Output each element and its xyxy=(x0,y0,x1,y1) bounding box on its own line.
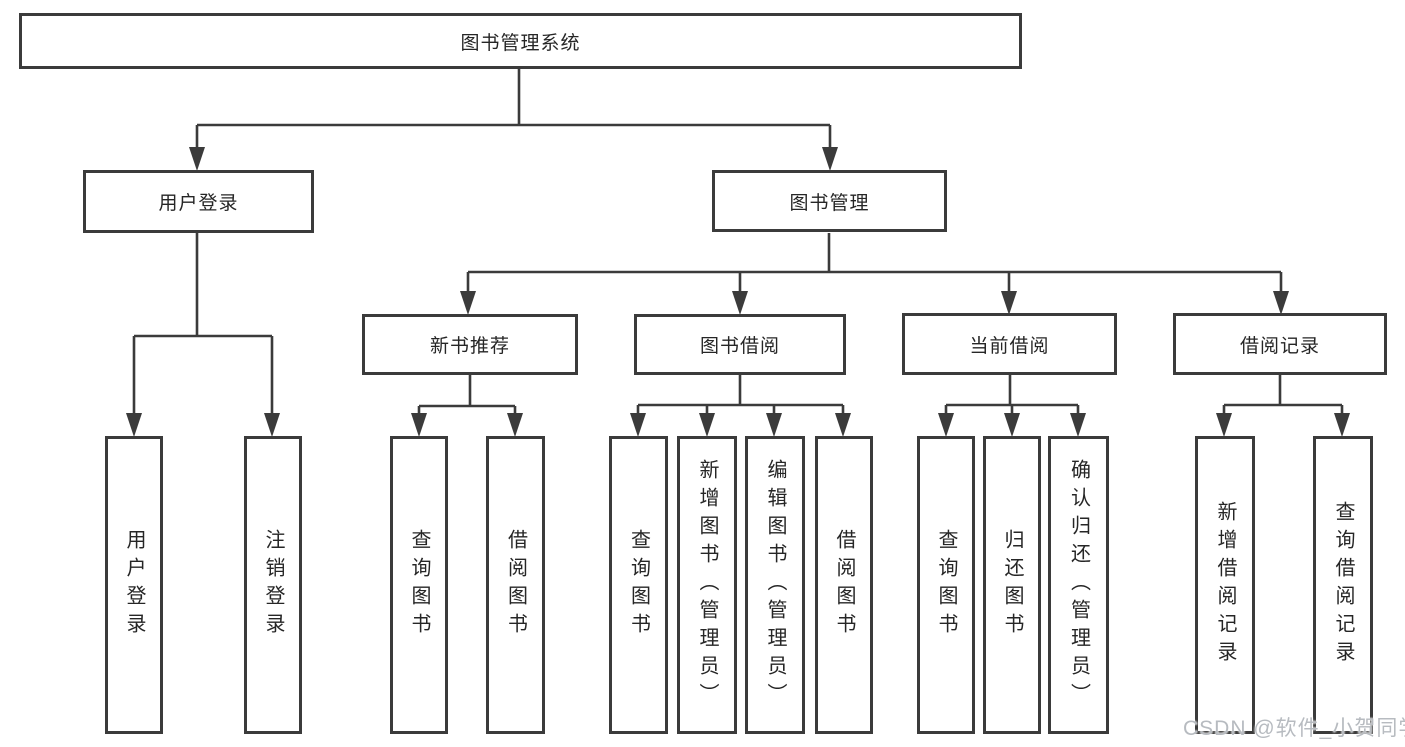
arrow-down-icon xyxy=(507,413,523,437)
leaf-edit-books-admin: 编辑图书（管理员） xyxy=(745,436,805,734)
leaf-newbook-query-books-label: 查询图书 xyxy=(408,529,430,641)
leaf-add-books-admin-label: 新增图书（管理员） xyxy=(696,459,718,711)
arrow-down-icon xyxy=(699,413,715,437)
leaf-confirm-return-admin-label: 确认归还（管理员） xyxy=(1067,459,1090,711)
arrow-down-icon xyxy=(460,291,476,315)
node-borrowing-records: 借阅记录 xyxy=(1173,313,1387,375)
leaf-newbook-borrow-books-label: 借阅图书 xyxy=(504,529,527,641)
leaf-current-query-books: 查询图书 xyxy=(917,436,975,734)
leaf-newbook-query-books: 查询图书 xyxy=(390,436,448,734)
leaf-borrow-borrow-books: 借阅图书 xyxy=(815,436,873,734)
leaf-return-books: 归还图书 xyxy=(983,436,1041,734)
node-library-management-system: 图书管理系统 xyxy=(19,13,1022,69)
leaf-add-borrow-record: 新增借阅记录 xyxy=(1195,436,1255,734)
arrow-down-icon xyxy=(766,413,782,437)
arrow-down-icon xyxy=(1070,413,1086,437)
arrowheads-layer xyxy=(126,147,1350,437)
arrow-down-icon xyxy=(1216,413,1232,437)
node-current-borrowing: 当前借阅 xyxy=(902,313,1117,375)
arrow-down-icon xyxy=(822,147,838,171)
leaf-return-books-label: 归还图书 xyxy=(1001,529,1023,641)
leaf-borrow-query-books: 查询图书 xyxy=(609,436,668,734)
leaf-user-login: 用户登录 xyxy=(105,436,163,734)
leaf-add-books-admin: 新增图书（管理员） xyxy=(677,436,737,734)
arrow-down-icon xyxy=(938,413,954,437)
node-user-login-branch: 用户登录 xyxy=(83,170,314,233)
leaf-user-login-label: 用户登录 xyxy=(123,529,145,641)
leaf-logout-label: 注销登录 xyxy=(262,529,284,641)
leaf-current-query-books-label: 查询图书 xyxy=(935,529,957,641)
arrow-down-icon xyxy=(411,413,427,437)
leaf-query-borrow-record: 查询借阅记录 xyxy=(1313,436,1373,734)
arrow-down-icon xyxy=(1004,413,1020,437)
arrow-down-icon xyxy=(835,413,851,437)
leaf-add-borrow-record-label: 新增借阅记录 xyxy=(1214,501,1236,669)
arrow-down-icon xyxy=(189,147,205,171)
node-book-management-branch: 图书管理 xyxy=(712,170,947,232)
node-book-borrowing: 图书借阅 xyxy=(634,314,846,375)
leaf-query-borrow-record-label: 查询借阅记录 xyxy=(1332,501,1354,669)
leaf-borrow-query-books-label: 查询图书 xyxy=(627,529,650,641)
arrow-down-icon xyxy=(732,291,748,315)
arrow-down-icon xyxy=(630,413,646,437)
leaf-newbook-borrow-books: 借阅图书 xyxy=(486,436,545,734)
leaf-logout: 注销登录 xyxy=(244,436,302,734)
connector-line-layer xyxy=(132,69,1344,416)
arrow-down-icon xyxy=(264,413,280,437)
arrow-down-icon xyxy=(1334,413,1350,437)
csdn-watermark: CSDN @软件_小贺同学 xyxy=(1183,717,1405,740)
arrow-down-icon xyxy=(1001,291,1017,315)
arrow-down-icon xyxy=(1273,291,1289,315)
leaf-confirm-return-admin: 确认归还（管理员） xyxy=(1048,436,1109,734)
arrow-down-icon xyxy=(126,413,142,437)
node-new-book-recommend: 新书推荐 xyxy=(362,314,578,375)
leaf-borrow-borrow-books-label: 借阅图书 xyxy=(833,529,855,641)
leaf-edit-books-admin-label: 编辑图书（管理员） xyxy=(764,459,786,711)
